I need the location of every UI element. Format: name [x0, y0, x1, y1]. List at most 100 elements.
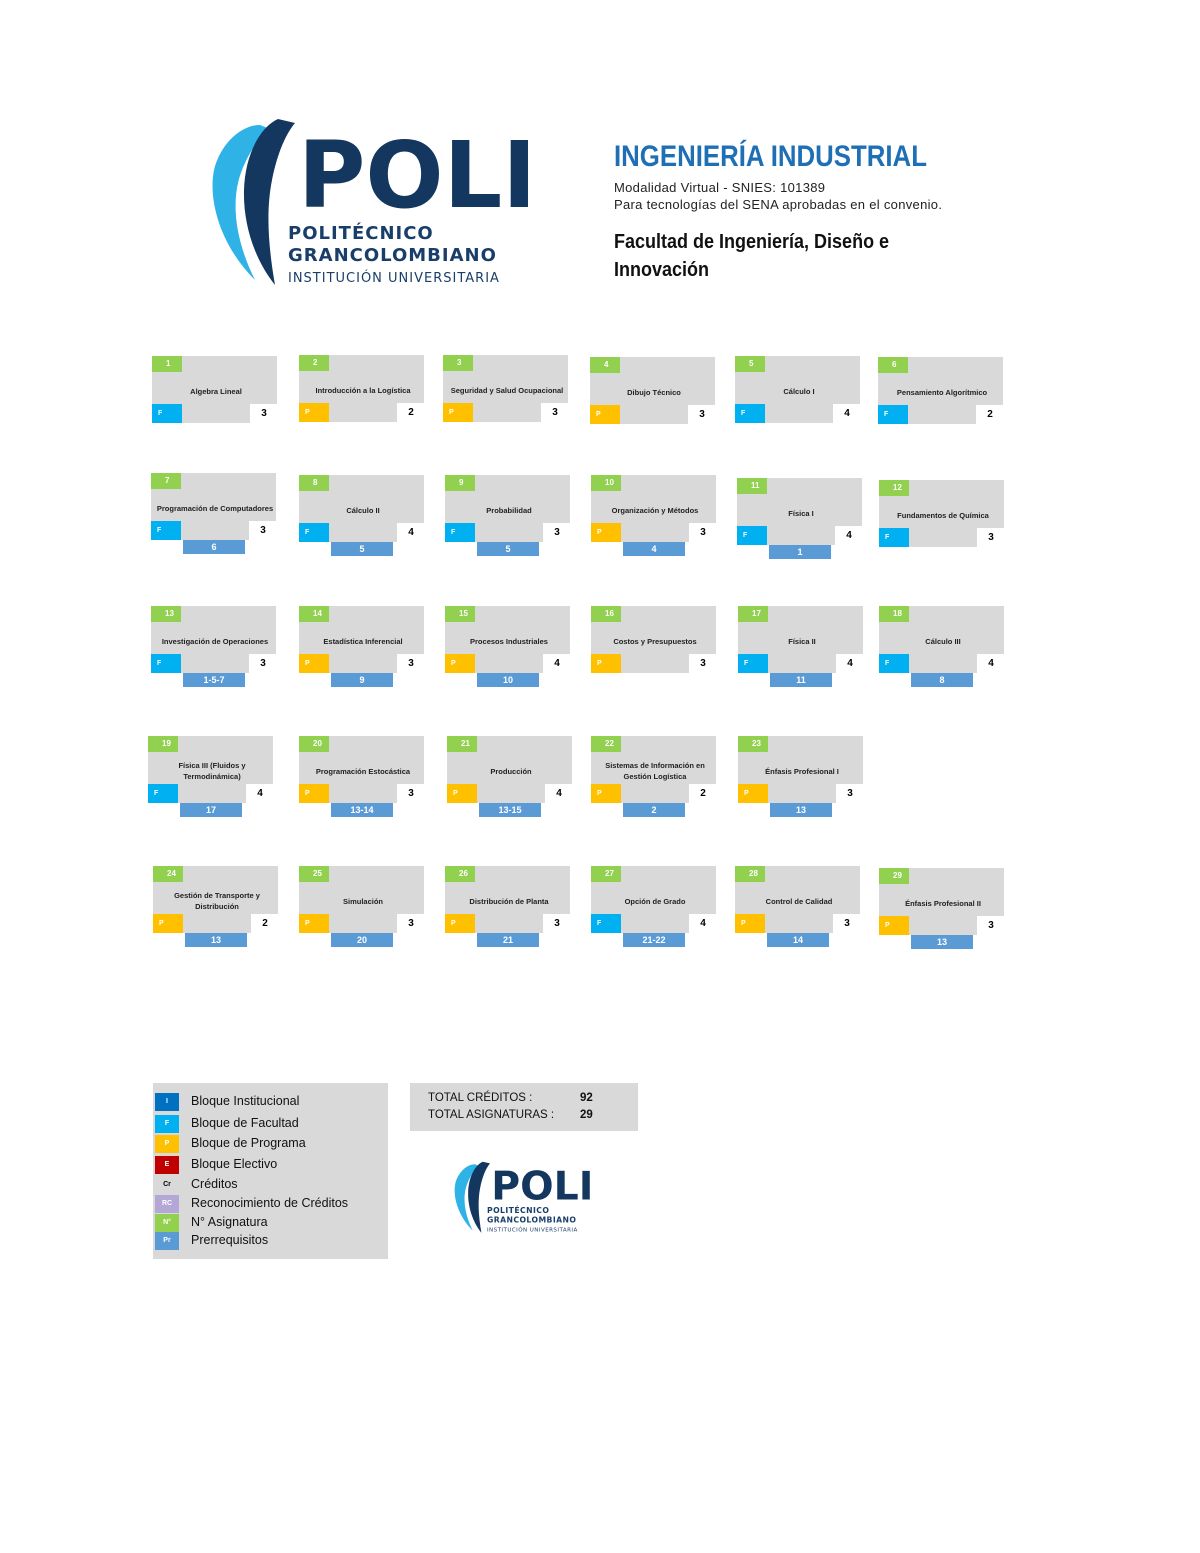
course-name: Organización y Métodos: [611, 505, 699, 515]
course-name: Costos y Presupuestos: [613, 636, 697, 646]
course-credits: 4: [977, 654, 1005, 673]
course-block-badge: P: [299, 914, 329, 933]
svg-text:GRANCOLOMBIANO: GRANCOLOMBIANO: [487, 1216, 576, 1225]
course-credits: 2: [251, 914, 279, 933]
course-credits: 4: [835, 526, 863, 545]
course-number: 15: [445, 606, 475, 622]
course-credits: 2: [976, 405, 1004, 424]
course-credits: 3: [397, 784, 425, 803]
course-number: 16: [591, 606, 621, 622]
convenio-text: Para tecnologías del SENA aprobadas en e…: [614, 197, 943, 212]
course-block-badge: F: [299, 523, 329, 542]
course-credits: 3: [249, 521, 277, 540]
course-block-badge: P: [153, 914, 183, 933]
course-block-badge: F: [591, 914, 621, 933]
legend-swatch: N°: [155, 1214, 179, 1232]
course-credits: 4: [689, 914, 717, 933]
course-number: 29: [879, 868, 909, 884]
course-credits: 3: [543, 914, 571, 933]
course-prerequisites: 21: [477, 933, 539, 947]
course-name: Probabilidad: [486, 505, 532, 515]
course-block-badge: F: [152, 404, 182, 423]
svg-text:POLI: POLI: [491, 1163, 593, 1209]
course-name: Programación Estocástica: [315, 766, 411, 776]
course-credits: 3: [541, 403, 569, 422]
course-number: 9: [445, 475, 475, 491]
svg-text:INSTITUCIÓN UNIVERSITARIA: INSTITUCIÓN UNIVERSITARIA: [288, 270, 500, 286]
course-block-badge: P: [299, 654, 329, 673]
course-number: 5: [735, 356, 765, 372]
legend-swatch: Cr: [163, 1181, 171, 1188]
course-number: 24: [153, 866, 183, 882]
course-credits: 2: [689, 784, 717, 803]
course-credits: 2: [397, 403, 425, 422]
course-credits: 4: [397, 523, 425, 542]
course-name: Opción de Grado: [624, 896, 686, 906]
course-name: Seguridad y Salud Ocupacional: [450, 385, 564, 395]
poli-logo-small: POLI POLITÉCNICO GRANCOLOMBIANO INSTITUC…: [454, 1161, 593, 1234]
course-credits: 3: [833, 914, 861, 933]
course-block-badge: F: [735, 404, 765, 423]
course-block-badge: P: [299, 403, 329, 422]
course-block-badge: F: [445, 523, 475, 542]
course-number: 28: [735, 866, 765, 882]
course-name: Sistemas de Información en Gestión Logís…: [605, 761, 705, 781]
course-block-badge: F: [148, 784, 178, 803]
course-credits: 3: [249, 654, 277, 673]
total-asignaturas-label: TOTAL ASIGNATURAS :: [428, 1109, 555, 1121]
course-number: 20: [299, 736, 329, 752]
course-number: 2: [299, 355, 329, 371]
total-creditos-value: 92: [580, 1092, 593, 1104]
course-credits: 3: [977, 916, 1005, 935]
course-name: Distribución de Planta: [469, 896, 549, 906]
legend-swatch: P: [155, 1135, 179, 1153]
course-prerequisites: 20: [331, 933, 393, 947]
legend-label: Créditos: [191, 1177, 238, 1191]
course-number: 27: [591, 866, 621, 882]
course-name: Investigación de Operaciones: [161, 636, 269, 646]
course-prerequisites: 13-15: [479, 803, 541, 817]
course-block-badge: F: [151, 654, 181, 673]
course-prerequisites: 10: [477, 673, 539, 687]
course-block-badge: F: [879, 654, 909, 673]
course-number: 8: [299, 475, 329, 491]
course-prerequisites: 1: [769, 545, 831, 559]
course-prerequisites: 4: [623, 542, 685, 556]
course-credits: 4: [543, 654, 571, 673]
legend-swatch: RC: [155, 1195, 179, 1213]
course-name: Pensamiento Algorítmico: [896, 387, 988, 397]
course-number: 11: [737, 478, 767, 494]
course-number: 6: [878, 357, 908, 373]
course-credits: 3: [689, 523, 717, 542]
course-prerequisites: 21-22: [623, 933, 685, 947]
legend-swatch: I: [155, 1093, 179, 1111]
course-name: Dibujo Técnico: [627, 387, 681, 397]
course-number: 12: [879, 480, 909, 496]
course-block-badge: P: [447, 784, 477, 803]
course-number: 19: [148, 736, 178, 752]
course-prerequisites: 11: [770, 673, 832, 687]
totals-panel: TOTAL CRÉDITOS : 92 TOTAL ASIGNATURAS : …: [410, 1083, 638, 1131]
svg-text:INSTITUCIÓN UNIVERSITARIA: INSTITUCIÓN UNIVERSITARIA: [487, 1227, 578, 1234]
course-block-badge: P: [590, 405, 620, 424]
course-name: Producción: [490, 766, 532, 776]
course-prerequisites: 6: [183, 540, 245, 554]
course-prerequisites: 8: [911, 673, 973, 687]
course-name: Gestión de Transporte y Distribución: [174, 891, 260, 911]
